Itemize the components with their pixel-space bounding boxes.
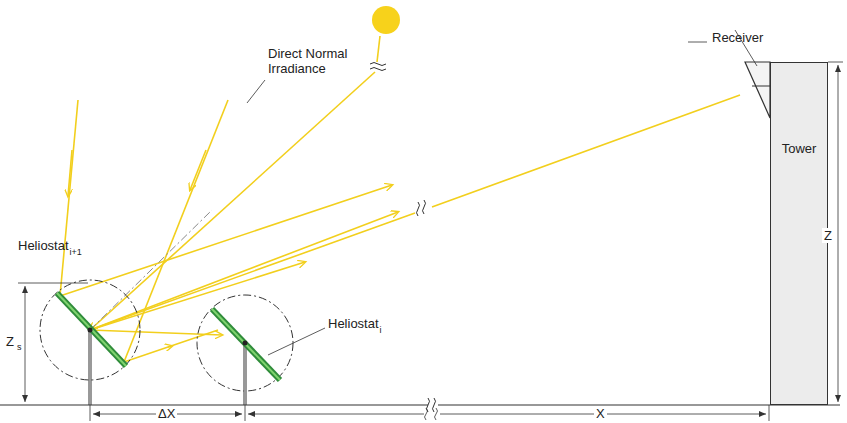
distance-dimension: X	[594, 406, 607, 421]
height-dimension: Z	[822, 228, 834, 243]
irradiance-label: Direct Normal Irradiance	[268, 46, 350, 76]
receiver-label: Receiver	[712, 30, 763, 45]
height-dimension: Z	[4, 334, 16, 349]
sun	[372, 6, 400, 34]
sun-rays	[60, 36, 740, 362]
height-dimension: s	[17, 340, 22, 355]
heliostat-label: Heliostat	[18, 238, 69, 253]
heliostat-index: i+1	[70, 245, 82, 260]
tower-label: Tower	[771, 141, 827, 156]
heliostat-index: i	[380, 323, 382, 338]
leader-line	[268, 328, 325, 355]
mirror-normal	[90, 210, 212, 330]
spacing-dimension: ΔX	[156, 406, 177, 421]
break-marks	[370, 63, 436, 413]
ground-line	[0, 404, 428, 405]
dimension-lines	[18, 62, 843, 421]
leader-line	[247, 80, 265, 103]
heliostat	[40, 280, 140, 405]
tower-box: Tower	[770, 62, 828, 405]
heliostat-label: Heliostat	[328, 316, 379, 331]
